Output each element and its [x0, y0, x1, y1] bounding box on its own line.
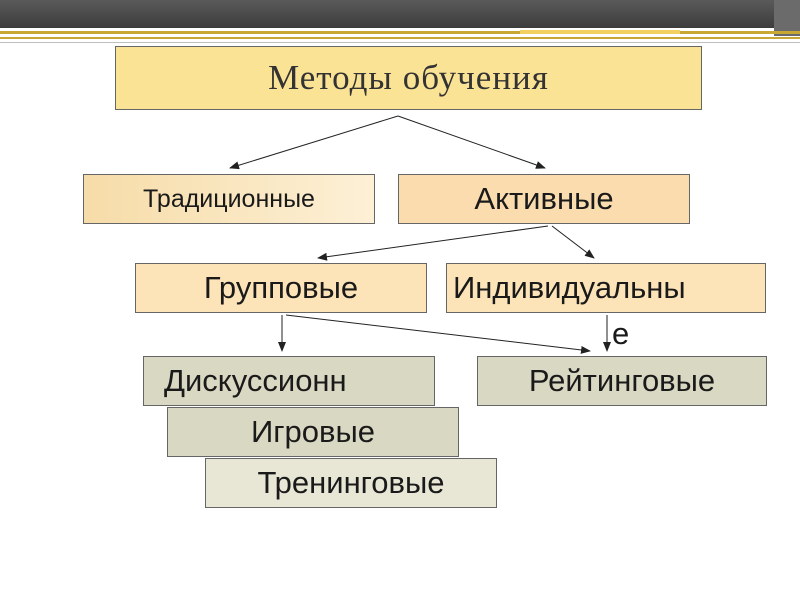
node-active: Активные — [398, 174, 690, 224]
node-individual-label-overflow: е — [612, 316, 630, 351]
node-methods-of-teaching: Методы обучения — [115, 46, 702, 110]
edge-active-group — [317, 225, 549, 261]
node-traditional: Традиционные — [83, 174, 375, 224]
node-discussion-label: Дискуссионн — [164, 363, 347, 398]
node-rating: Рейтинговые — [477, 356, 767, 406]
node-group-label: Групповые — [203, 270, 359, 305]
node-training-label: Тренинговые — [257, 465, 445, 500]
edge-group-rating — [285, 314, 591, 354]
node-discussion: Дискуссионн — [143, 356, 435, 406]
edge-title-traditional — [229, 115, 399, 170]
slide-accent-highlight — [520, 30, 680, 34]
slide-corner-block — [774, 0, 800, 36]
node-game-label: Игровые — [250, 414, 376, 449]
node-individual-label: Индивидуальны — [453, 270, 686, 305]
node-traditional-label: Традиционные — [143, 184, 315, 213]
slide-accent-rule — [0, 31, 800, 34]
edge-title-active — [397, 115, 546, 169]
slide-top-bar — [0, 0, 800, 28]
slide-divider-rule — [0, 42, 800, 43]
slide-accent-rule-secondary — [0, 37, 800, 39]
node-group: Групповые — [135, 263, 427, 313]
node-methods-of-teaching-label: Методы обучения — [268, 58, 549, 97]
edge-active-individual — [551, 225, 595, 259]
node-active-label: Активные — [474, 181, 614, 216]
node-rating-label: Рейтинговые — [528, 363, 716, 398]
node-game: Игровые — [167, 407, 459, 457]
node-training: Тренинговые — [205, 458, 497, 508]
node-individual: Индивидуальны — [446, 263, 766, 313]
